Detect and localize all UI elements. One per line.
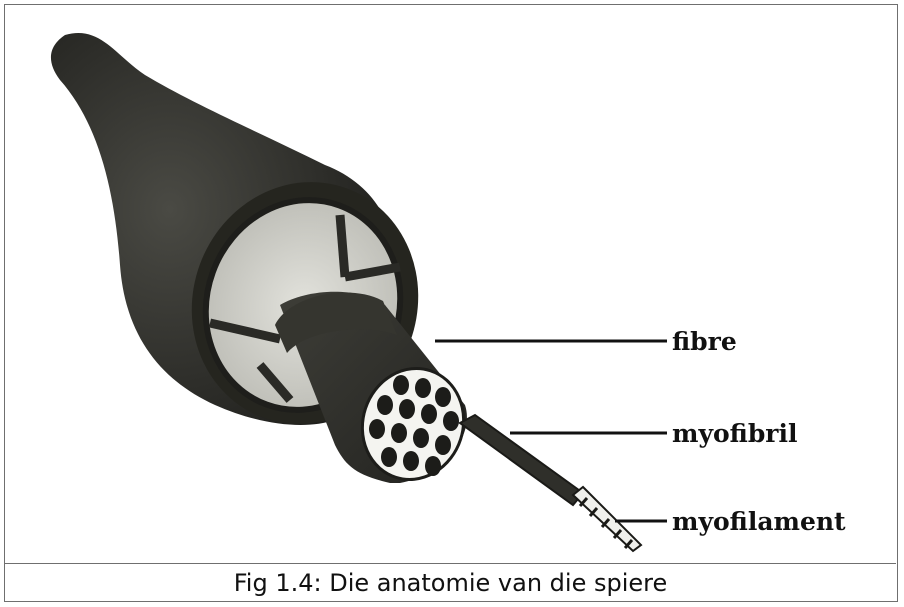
- figure-frame: fibre myofibril myofilament Fig 1.4: Die…: [4, 4, 898, 602]
- myofibril-strand: [460, 415, 583, 505]
- figure-caption: Fig 1.4: Die anatomie van die spiere: [5, 564, 896, 601]
- label-fibre: fibre: [672, 327, 737, 356]
- myofilament-strand: [573, 487, 641, 551]
- label-myofibril: myofibril: [672, 419, 797, 448]
- diagram-canvas: fibre myofibril myofilament: [5, 5, 896, 562]
- label-myofilament: myofilament: [672, 507, 846, 536]
- muscle-anatomy-diagram: fibre myofibril myofilament: [5, 5, 896, 564]
